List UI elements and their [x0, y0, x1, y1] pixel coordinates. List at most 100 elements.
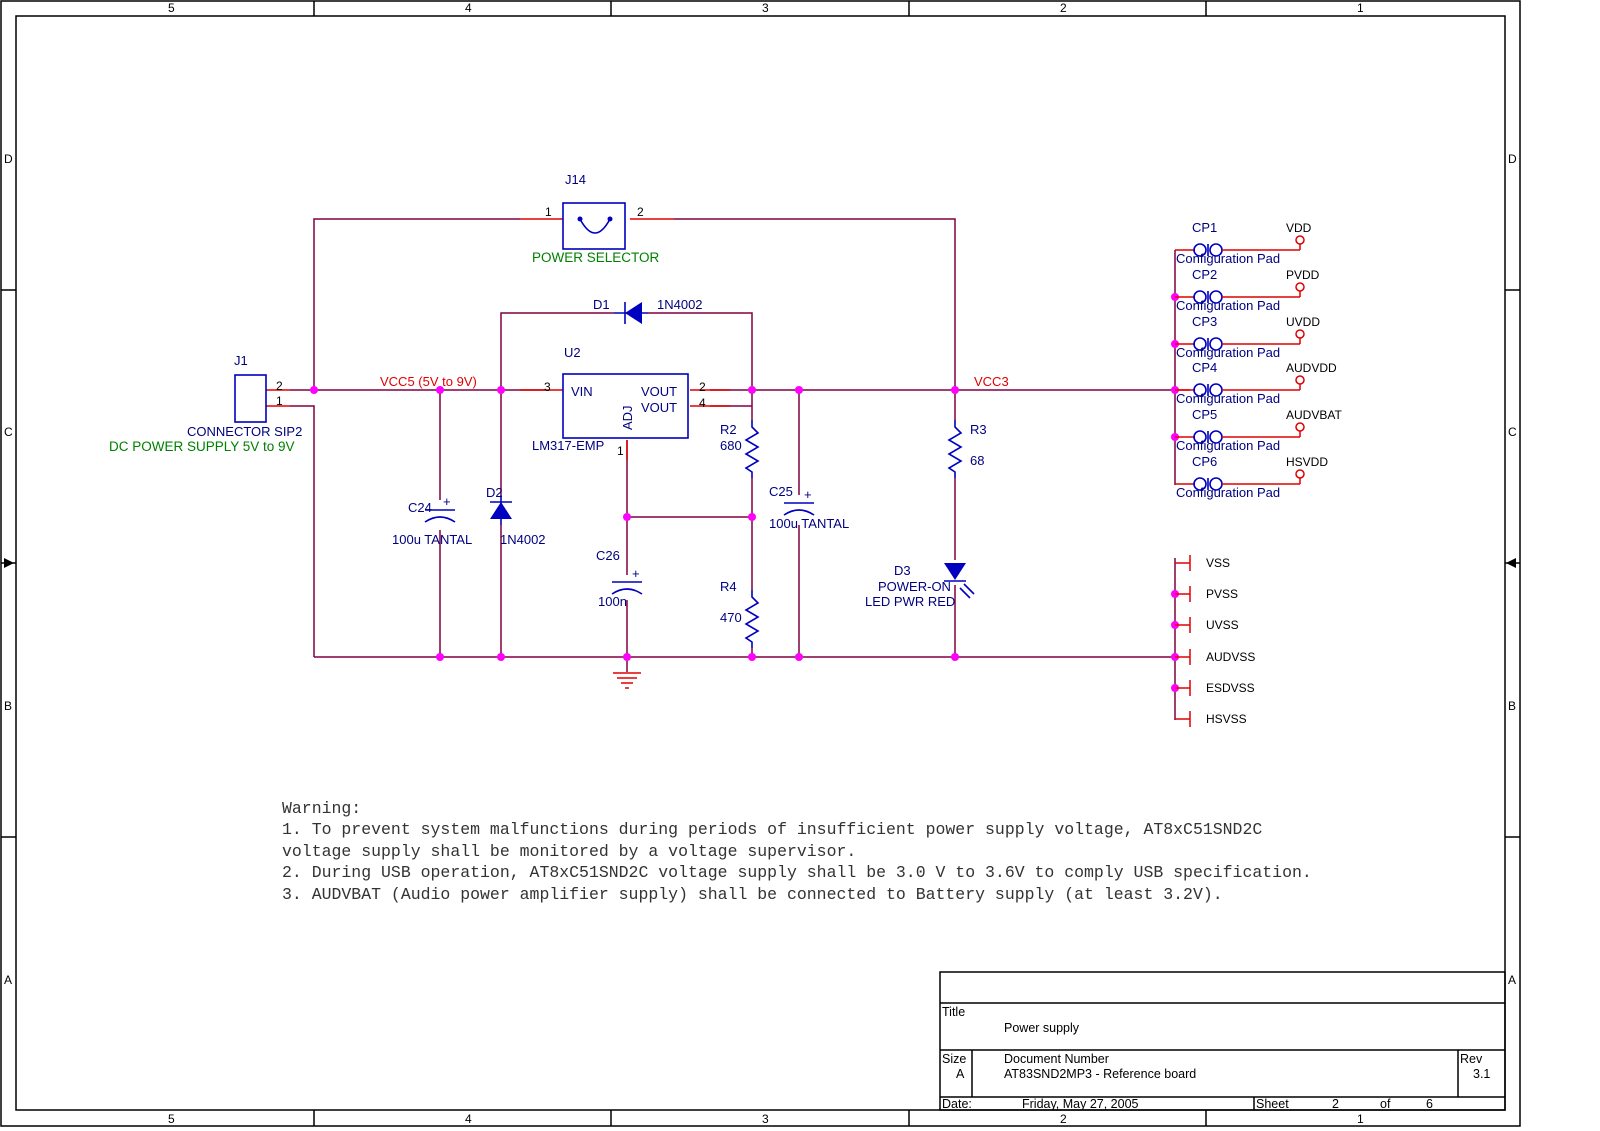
- tb-docnum-label: Document Number: [1004, 1052, 1109, 1066]
- c24-capacitor: + C24 100u TANTAL: [392, 494, 472, 547]
- c26-capacitor: + C26 100n: [596, 548, 643, 609]
- tb-rev: 3.1: [1473, 1067, 1490, 1081]
- drawing-frame: [0, 0, 1521, 1127]
- zone-col-2-bottom: 2: [1060, 1112, 1067, 1126]
- tb-sheet: 2: [1332, 1097, 1339, 1111]
- zone-row-a-right: A: [1508, 973, 1516, 987]
- c26-plus-icon: +: [632, 566, 640, 581]
- r4-resistor: R4 470: [720, 579, 760, 648]
- zone-labels: 5 4 3 2 1 5 4 3 2 1 D C B A D C B A: [4, 1, 1517, 1126]
- gnd-net-hsvss: HSVSS: [1175, 711, 1247, 727]
- zone-row-a-left: A: [4, 973, 12, 987]
- gnd-net-audvss-label: AUDVSS: [1206, 650, 1255, 664]
- tb-size-label: Size: [942, 1052, 966, 1066]
- config-pad-cp1: CP1 VDD Configuration Pad: [1175, 220, 1312, 266]
- j1-pin1: 1: [276, 394, 283, 408]
- d3-led: D3 POWER-ON LED PWR RED: [865, 563, 975, 609]
- zone-col-1-bottom: 1: [1357, 1112, 1364, 1126]
- cp1-ref: CP1: [1192, 220, 1217, 235]
- c25-capacitor: + C25 100u TANTAL: [769, 484, 849, 531]
- u2-adj: ADJ: [620, 405, 635, 430]
- pin-stubs: [266, 218, 1190, 460]
- d3-desc: POWER-ON: [878, 579, 951, 594]
- tb-sheets: 6: [1426, 1097, 1433, 1111]
- warning-line-4: 3. AUDVBAT (Audio power amplifier supply…: [282, 885, 1223, 904]
- zone-row-c-left: C: [4, 425, 13, 439]
- r4-ref: R4: [720, 579, 737, 594]
- r3-value: 68: [970, 453, 984, 468]
- r2-value: 680: [720, 438, 742, 453]
- j14-pin1: 1: [545, 205, 552, 219]
- j14-pin2: 2: [637, 205, 644, 219]
- gnd-net-pvss-label: PVSS: [1206, 587, 1238, 601]
- warning-line-3: 2. During USB operation, AT8xC51SND2C vo…: [282, 863, 1312, 882]
- ground-icon: [613, 672, 641, 689]
- c25-plus-icon: +: [804, 487, 812, 502]
- u2-pin1: 1: [617, 444, 624, 458]
- cp6-net: HSVDD: [1286, 455, 1328, 469]
- r4-value: 470: [720, 610, 742, 625]
- gnd-net-audvss: AUDVSS: [1175, 649, 1255, 665]
- d2-diode: D2 1N4002: [486, 485, 546, 547]
- r2-resistor: R2 680: [720, 420, 760, 478]
- gnd-net-uvss: UVSS: [1175, 617, 1239, 633]
- center-arrow-left-icon: [4, 558, 14, 568]
- tb-title-label: Title: [942, 1005, 965, 1019]
- c26-value: 100n: [598, 594, 627, 609]
- d2-value: 1N4002: [500, 532, 546, 547]
- gnd-net-uvss-label: UVSS: [1206, 618, 1239, 632]
- tb-title: Power supply: [1004, 1021, 1080, 1035]
- gnd-net-esdvss: ESDVSS: [1175, 680, 1255, 696]
- tb-sheet-label: Sheet: [1256, 1097, 1289, 1111]
- tb-docnum: AT83SND2MP3 - Reference board: [1004, 1067, 1196, 1081]
- r3-ref: R3: [970, 422, 987, 437]
- cp4-label: Configuration Pad: [1176, 391, 1280, 406]
- d3-ref: D3: [894, 563, 911, 578]
- d1-diode: D1 1N4002: [593, 297, 703, 324]
- j1-ref: J1: [234, 353, 248, 368]
- cp1-net: VDD: [1286, 221, 1312, 235]
- cp6-label: Configuration Pad: [1176, 485, 1280, 500]
- zone-col-5-top: 5: [168, 1, 175, 15]
- tb-size: A: [956, 1067, 965, 1081]
- zone-col-4-bottom: 4: [465, 1112, 472, 1126]
- warning-title: Warning:: [282, 799, 361, 818]
- u2-ref: U2: [564, 345, 581, 360]
- tb-rev-label: Rev: [1460, 1052, 1483, 1066]
- wires: [290, 218, 1176, 720]
- d1-value: 1N4002: [657, 297, 703, 312]
- d2-ref: D2: [486, 485, 503, 500]
- u2-vout1: VOUT: [641, 384, 677, 399]
- config-pad-cp5: CP5 AUDVBAT Configuration Pad: [1175, 407, 1342, 453]
- cp3-ref: CP3: [1192, 314, 1217, 329]
- zone-row-d-left: D: [4, 152, 13, 166]
- tb-of-label: of: [1380, 1097, 1391, 1111]
- zone-row-b-left: B: [4, 699, 12, 713]
- u2-part: LM317-EMP: [532, 438, 604, 453]
- u2-pin3: 3: [544, 380, 551, 394]
- title-block: Title Power supply Size A Document Numbe…: [939, 971, 1506, 1111]
- cp4-ref: CP4: [1192, 360, 1217, 375]
- zone-row-b-right: B: [1508, 699, 1516, 713]
- zone-col-3-top: 3: [762, 1, 769, 15]
- cp5-label: Configuration Pad: [1176, 438, 1280, 453]
- ground-nets: VSS PVSS UVSS AUDVSS ESDVSS HSVSS: [1175, 555, 1255, 727]
- j1-pin2: 2: [276, 379, 283, 393]
- zone-row-d-right: D: [1508, 152, 1517, 166]
- config-pad-cp3: CP3 UVDD Configuration Pad: [1175, 314, 1320, 360]
- u2-pin4: 4: [699, 396, 706, 410]
- center-arrow-right-icon: [1506, 558, 1516, 568]
- c24-value: 100u TANTAL: [392, 532, 472, 547]
- cp5-ref: CP5: [1192, 407, 1217, 422]
- net-vcc3: VCC3: [974, 374, 1009, 389]
- c24-plus-icon: +: [443, 494, 451, 509]
- u2-regulator: U2 VIN VOUT VOUT ADJ 3 2 4 1 LM317-EMP: [532, 345, 706, 458]
- cp3-net: UVDD: [1286, 315, 1320, 329]
- zone-col-4-top: 4: [465, 1, 472, 15]
- d1-ref: D1: [593, 297, 610, 312]
- config-pad-cp4: CP4 AUDVDD Configuration Pad: [1175, 360, 1337, 406]
- gnd-net-esdvss-label: ESDVSS: [1206, 681, 1255, 695]
- config-pad-cp6: CP6 HSVDD Configuration Pad: [1175, 454, 1328, 500]
- j1-desc2: DC POWER SUPPLY 5V to 9V: [109, 439, 295, 454]
- u2-vout2: VOUT: [641, 400, 677, 415]
